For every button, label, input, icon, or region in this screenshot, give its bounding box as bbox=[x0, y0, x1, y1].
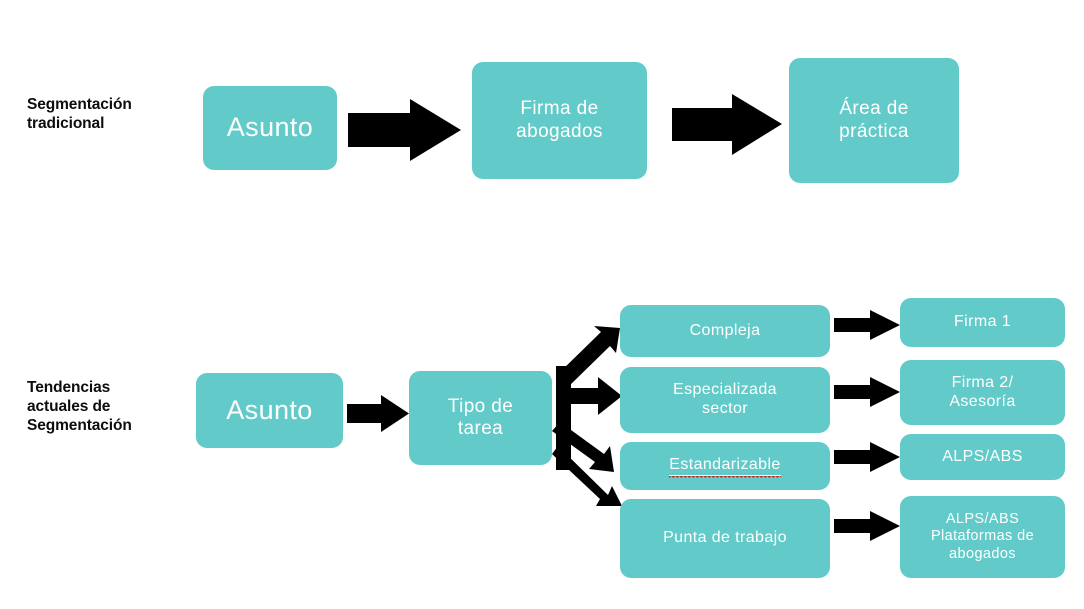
box-label: Asunto bbox=[226, 394, 313, 425]
arrow-estandarizable-to-alps-abs bbox=[834, 442, 900, 472]
box-label: Especializada sector bbox=[673, 381, 777, 417]
box-firma-1[interactable]: Firma 1 bbox=[900, 298, 1065, 347]
box-area-de-practica[interactable]: Área de práctica bbox=[789, 58, 959, 183]
arrow-asunto-to-tipo-de-tarea bbox=[347, 395, 409, 432]
arrow-firma-to-area bbox=[672, 94, 782, 155]
box-alps-abs[interactable]: ALPS/ABS bbox=[900, 434, 1065, 480]
box-label: Compleja bbox=[689, 321, 761, 339]
row-label-tendencias-actuales: Tendencias actuales de Segmentación bbox=[27, 379, 132, 434]
arrow-punta-to-alps-abs-plataformas bbox=[834, 511, 900, 541]
box-estandarizable[interactable]: Estandarizable bbox=[620, 442, 830, 490]
box-label: Firma 1 bbox=[953, 313, 1012, 331]
box-especializada-sector[interactable]: Especializada sector bbox=[620, 367, 830, 433]
box-alps-abs-plataformas-de-abogados[interactable]: ALPS/ABS Plataformas de abogados bbox=[900, 496, 1065, 578]
box-firma-2-asesoria[interactable]: Firma 2/ Asesoría bbox=[900, 360, 1065, 425]
box-label: ALPS/ABS Plataformas de abogados bbox=[930, 511, 1035, 562]
box-tipo-de-tarea[interactable]: Tipo de tarea bbox=[409, 371, 552, 465]
box-label: Tipo de tarea bbox=[447, 395, 514, 439]
box-label: ALPS/ABS bbox=[942, 447, 1023, 465]
box-asunto-tendencias[interactable]: Asunto bbox=[196, 373, 343, 448]
box-compleja[interactable]: Compleja bbox=[620, 305, 830, 357]
arrow-especializada-to-firma-2 bbox=[834, 377, 900, 407]
box-label: Firma 2/ Asesoría bbox=[949, 373, 1016, 410]
box-label: Punta de trabajo bbox=[663, 529, 787, 547]
arrow-compleja-to-firma-1 bbox=[834, 310, 900, 340]
box-label: Área de práctica bbox=[839, 98, 909, 142]
row-label-segmentacion-tradicional: Segmentación tradicional bbox=[27, 96, 132, 132]
box-label: Firma de abogados bbox=[516, 98, 603, 142]
box-label: Asunto bbox=[226, 112, 314, 143]
fan-arrows-tipo-de-tarea bbox=[552, 326, 622, 506]
box-label-misspelled: Estandarizable bbox=[669, 456, 782, 480]
box-asunto-tradicional[interactable]: Asunto bbox=[203, 86, 337, 170]
box-firma-de-abogados[interactable]: Firma de abogados bbox=[472, 62, 647, 179]
box-punta-de-trabajo[interactable]: Punta de trabajo bbox=[620, 499, 830, 578]
arrow-asunto-to-firma bbox=[348, 99, 461, 161]
